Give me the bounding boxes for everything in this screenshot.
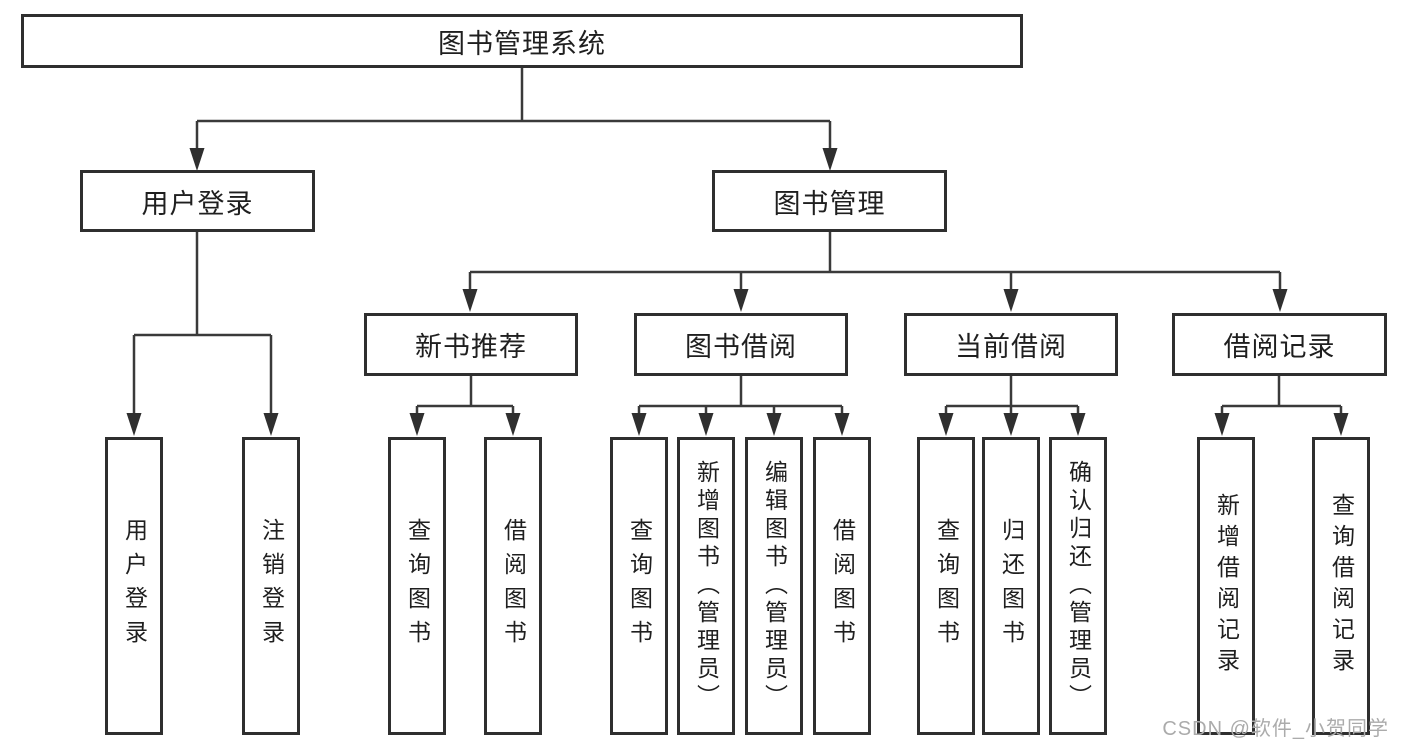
node-current-borrowing: 当前借阅 <box>904 313 1118 376</box>
leaf-query-books-recommend: 查询图书 <box>388 437 446 735</box>
node-user-login-branch: 用户登录 <box>80 170 315 232</box>
leaf-user-login: 用户登录 <box>105 437 163 735</box>
leaf-borrow-books-recommend: 借阅图书 <box>484 437 542 735</box>
node-library-management-system: 图书管理系统 <box>21 14 1023 68</box>
leaf-confirm-return-admin: 确认归还（管理员） <box>1049 437 1107 735</box>
leaf-return-books: 归还图书 <box>982 437 1040 735</box>
node-borrowing-records: 借阅记录 <box>1172 313 1387 376</box>
arrowhead-icons <box>126 148 1349 436</box>
leaf-add-borrow-record: 新增借阅记录 <box>1197 437 1255 735</box>
leaf-edit-books-admin: 编辑图书（管理员） <box>745 437 803 735</box>
leaf-query-books-current: 查询图书 <box>917 437 975 735</box>
watermark: CSDN @软件_小贺同学 <box>1162 718 1389 740</box>
leaf-query-books-borrowing: 查询图书 <box>610 437 668 735</box>
leaf-query-borrow-record: 查询借阅记录 <box>1312 437 1370 735</box>
leaf-logout-login: 注销登录 <box>242 437 300 735</box>
node-book-management-branch: 图书管理 <box>712 170 947 232</box>
node-book-borrowing: 图书借阅 <box>634 313 848 376</box>
node-new-book-recommend: 新书推荐 <box>364 313 578 376</box>
leaf-add-books-admin: 新增图书（管理员） <box>677 437 735 735</box>
leaf-borrow-books: 借阅图书 <box>813 437 871 735</box>
